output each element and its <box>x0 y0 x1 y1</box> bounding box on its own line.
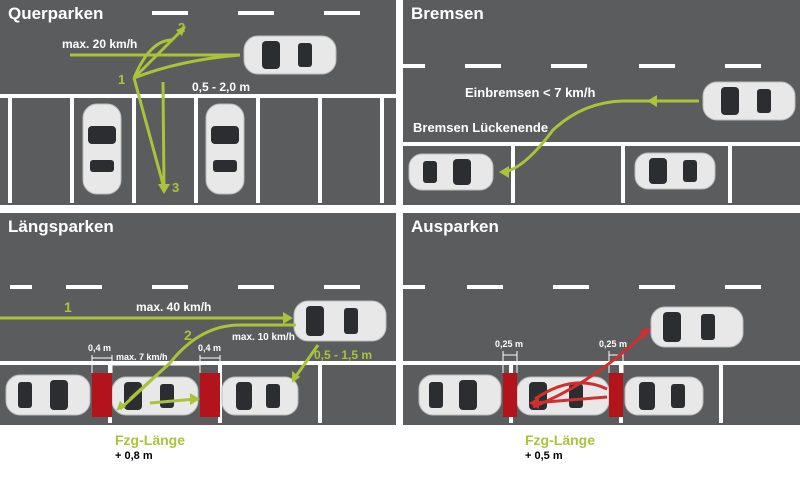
lane-dashes <box>403 285 761 289</box>
parked-car <box>408 153 494 191</box>
parked-car <box>221 376 299 416</box>
panel-title: Längsparken <box>8 217 114 236</box>
arrow-heads <box>158 26 186 194</box>
panel-title: Bremsen <box>411 4 484 23</box>
parked-car <box>205 103 245 195</box>
green-arrows <box>502 99 699 174</box>
moving-car <box>702 81 796 121</box>
step-1: 1 <box>64 299 72 315</box>
parking-lines <box>0 94 396 203</box>
ausparken-scene <box>403 285 800 423</box>
gap-speed-label: max. 7 km/h <box>116 352 168 362</box>
parked-car <box>82 103 122 195</box>
step-3: 3 <box>172 180 180 195</box>
panel-ausparken: Ausparken 0,25 m 0,25 m <box>403 213 800 425</box>
panel-querparken: Querparken max. 20 km/h 0,5 - 2,0 m 1 2 … <box>0 0 396 205</box>
distance-label: 0,5 - 2,0 m <box>192 80 251 94</box>
footer-value: + 0,5 m <box>525 450 563 462</box>
step-2: 2 <box>178 20 186 35</box>
green-arrows <box>0 316 320 411</box>
lane-speed-label: max. 40 km/h <box>136 300 212 314</box>
panel-title: Ausparken <box>411 217 499 236</box>
step-1: 1 <box>118 72 126 87</box>
gap-blocks <box>503 373 623 417</box>
footer-label: Fzg-Länge <box>525 432 595 448</box>
reverse-speed-label: max. 10 km/h <box>232 332 295 343</box>
gap-markers <box>91 355 221 373</box>
moving-car <box>293 300 387 342</box>
speed-label: max. 20 km/h <box>62 37 138 51</box>
arrow-heads <box>529 327 651 409</box>
bremsen-scene <box>403 64 800 203</box>
parked-car <box>516 376 610 416</box>
gap-right-label: 0,25 m <box>599 339 628 349</box>
gap-end-label: Bremsen Lückenende <box>413 120 549 135</box>
moving-car <box>243 35 337 75</box>
distance-label: 0,5 - 1,5 m <box>314 348 373 362</box>
gap-right-label: 0,4 m <box>198 343 222 353</box>
parked-car <box>418 374 502 416</box>
green-arrows <box>70 28 241 189</box>
red-arrows <box>532 329 649 409</box>
footer-label: Fzg-Länge <box>115 432 185 448</box>
parked-car <box>111 376 199 416</box>
parking-lines <box>403 142 800 203</box>
arrow-heads <box>116 312 300 411</box>
lane-dashes <box>152 11 360 15</box>
arrow-heads <box>499 95 657 178</box>
parked-car <box>634 152 716 190</box>
footer-value: + 0,8 m <box>115 450 153 462</box>
gap-left-label: 0,25 m <box>495 339 524 349</box>
parked-car <box>5 374 91 416</box>
gap-left-label: 0,4 m <box>88 343 112 353</box>
panel-laengsparken: Längsparken max. 40 km/h max. 10 km/h ma… <box>0 213 396 425</box>
step-2: 2 <box>184 327 192 343</box>
panel-title: Querparken <box>8 4 104 23</box>
panel-bremsen: Bremsen Einbremsen < 7 km/h Bremsen Lück… <box>403 0 800 205</box>
parked-car <box>624 376 704 416</box>
gap-blocks <box>92 373 220 417</box>
brake-label: Einbremsen < 7 km/h <box>465 85 596 100</box>
lane-dashes <box>10 285 360 289</box>
querparken-scene <box>0 11 396 203</box>
moving-car <box>650 306 744 348</box>
laengsparken-scene <box>0 285 396 423</box>
lane-dashes <box>403 64 761 68</box>
